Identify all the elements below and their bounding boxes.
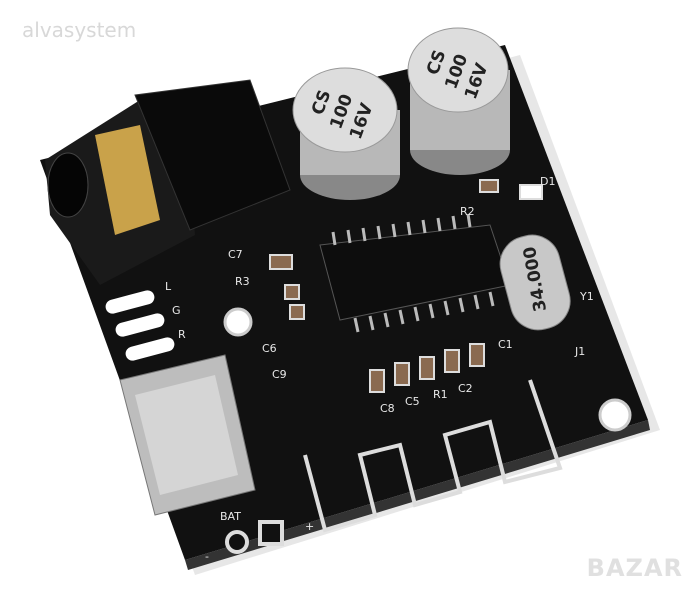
mounting-hole-1 [223, 307, 253, 337]
silk-d1: D1 [540, 175, 555, 188]
silk-r: R [178, 328, 186, 341]
silk-j1: J1 [574, 345, 585, 358]
watermark-bazar: BAZAR [586, 554, 683, 582]
audio-jack [45, 79, 291, 285]
silk-c9: C9 [272, 368, 287, 381]
silk-c6: C6 [262, 342, 277, 355]
silk-r1: R1 [433, 388, 448, 401]
silk-c2: C2 [458, 382, 473, 395]
silk-l: L [165, 280, 172, 293]
silk-c5: C5 [405, 395, 420, 408]
mounting-hole-2 [598, 398, 632, 432]
board-edge [185, 420, 650, 570]
silk-r3: R3 [235, 275, 250, 288]
silk-g: G [172, 304, 181, 317]
usb-c-connector [119, 354, 256, 516]
silk-r2: R2 [460, 205, 475, 218]
lgr-pads [105, 290, 175, 361]
silk-y1: Y1 [579, 290, 594, 303]
silk-minus: - [205, 550, 209, 563]
bat-pad-minus [225, 530, 249, 554]
silk-plus: + [305, 520, 314, 533]
crystal-oscillator: 34.000 [499, 234, 571, 331]
watermark-alvasystem: alvasystem [22, 18, 137, 42]
silk-c1: C1 [498, 338, 513, 351]
antenna-trace [303, 379, 563, 533]
capacitor-1: CS 100 16V [292, 67, 400, 200]
silk-bat: BAT [220, 510, 241, 523]
bat-pad-plus [258, 520, 284, 546]
silk-c7: C7 [228, 248, 243, 261]
capacitor-2: CS 100 16V [407, 27, 510, 175]
smd-components [269, 179, 543, 393]
silk-c8: C8 [380, 402, 395, 415]
